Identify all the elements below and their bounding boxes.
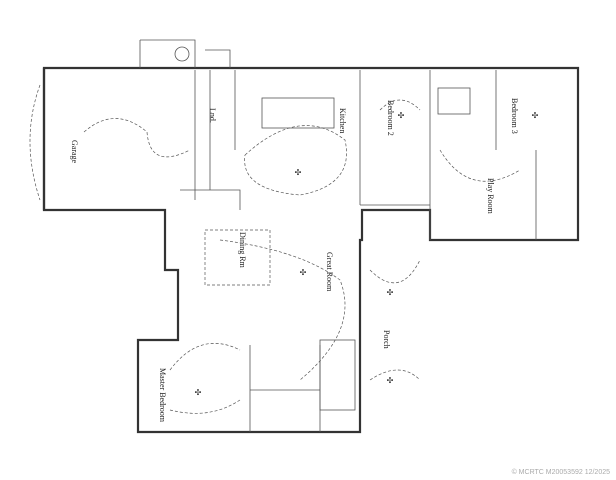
label-garage: Garage: [70, 140, 79, 164]
label-dining: Dining Rm: [238, 232, 247, 269]
ceiling-fans: ✣ ✣ ✣ ✣ ✣ ✣ ✣: [195, 111, 539, 397]
watermark: © MCRTC M20053592 12/2025: [511, 469, 610, 476]
label-play-room: Play Room: [486, 178, 495, 215]
svg-text:✣: ✣: [532, 111, 539, 120]
label-bedroom-3: Bedroom 3: [510, 98, 519, 134]
svg-text:✣: ✣: [398, 111, 405, 120]
svg-text:✣: ✣: [387, 288, 394, 297]
svg-text:✣: ✣: [195, 388, 202, 397]
label-porch: Porch: [382, 330, 391, 349]
exterior-walls: [42, 66, 580, 434]
label-great-room: Great Room: [325, 252, 334, 292]
interior-walls: [139, 39, 537, 432]
electrical-wiring: [29, 84, 521, 414]
label-bedroom-2: Bedroom 2: [386, 100, 395, 136]
label-kitchen: Kitchen: [338, 108, 347, 133]
room-labels: Garage Lnd. Kitchen Bedroom 2 Bedroom 3 …: [70, 98, 519, 423]
svg-text:✣: ✣: [300, 268, 307, 277]
label-laundry: Lnd.: [208, 108, 217, 123]
svg-text:✣: ✣: [387, 376, 394, 385]
label-master-bedroom: Master Bedroom: [158, 368, 167, 423]
svg-text:✣: ✣: [295, 168, 302, 177]
